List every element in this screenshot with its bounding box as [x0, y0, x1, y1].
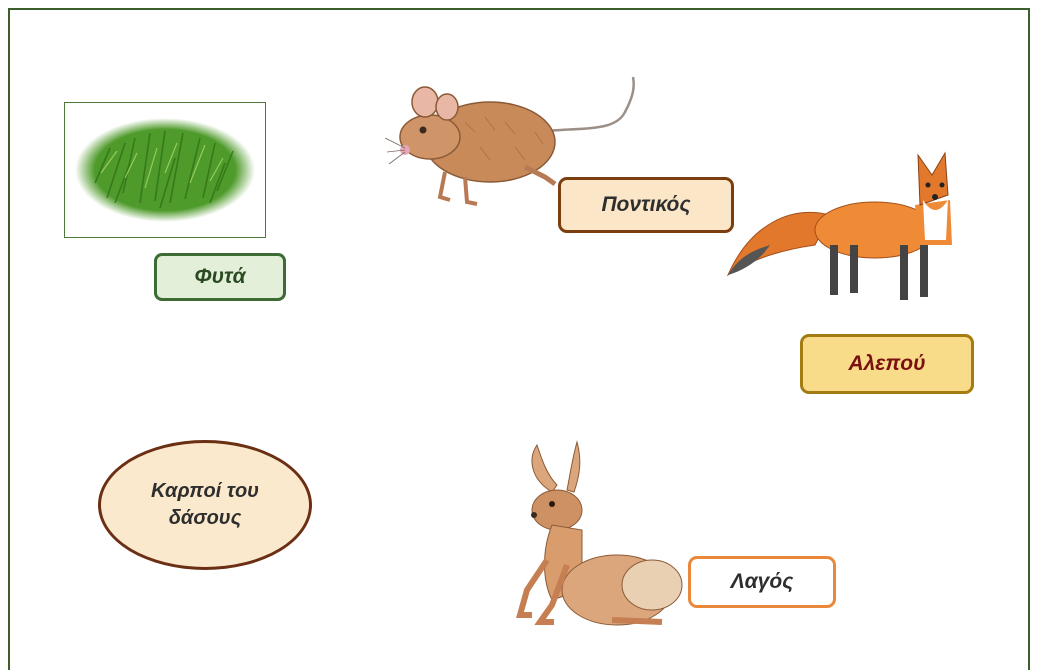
label-fox[interactable]: Αλεπού [800, 334, 974, 394]
grass-image-frame[interactable] [64, 102, 266, 238]
label-mouse[interactable]: Ποντικός [558, 177, 734, 233]
label-forest-fruits[interactable]: Καρποί του δάσους [98, 440, 312, 570]
fox-drawing[interactable] [720, 145, 970, 305]
label-rabbit[interactable]: Λαγός [688, 556, 836, 608]
rabbit-drawing[interactable] [512, 440, 697, 630]
label-plants[interactable]: Φυτά [154, 253, 286, 301]
grass-image [65, 103, 265, 237]
